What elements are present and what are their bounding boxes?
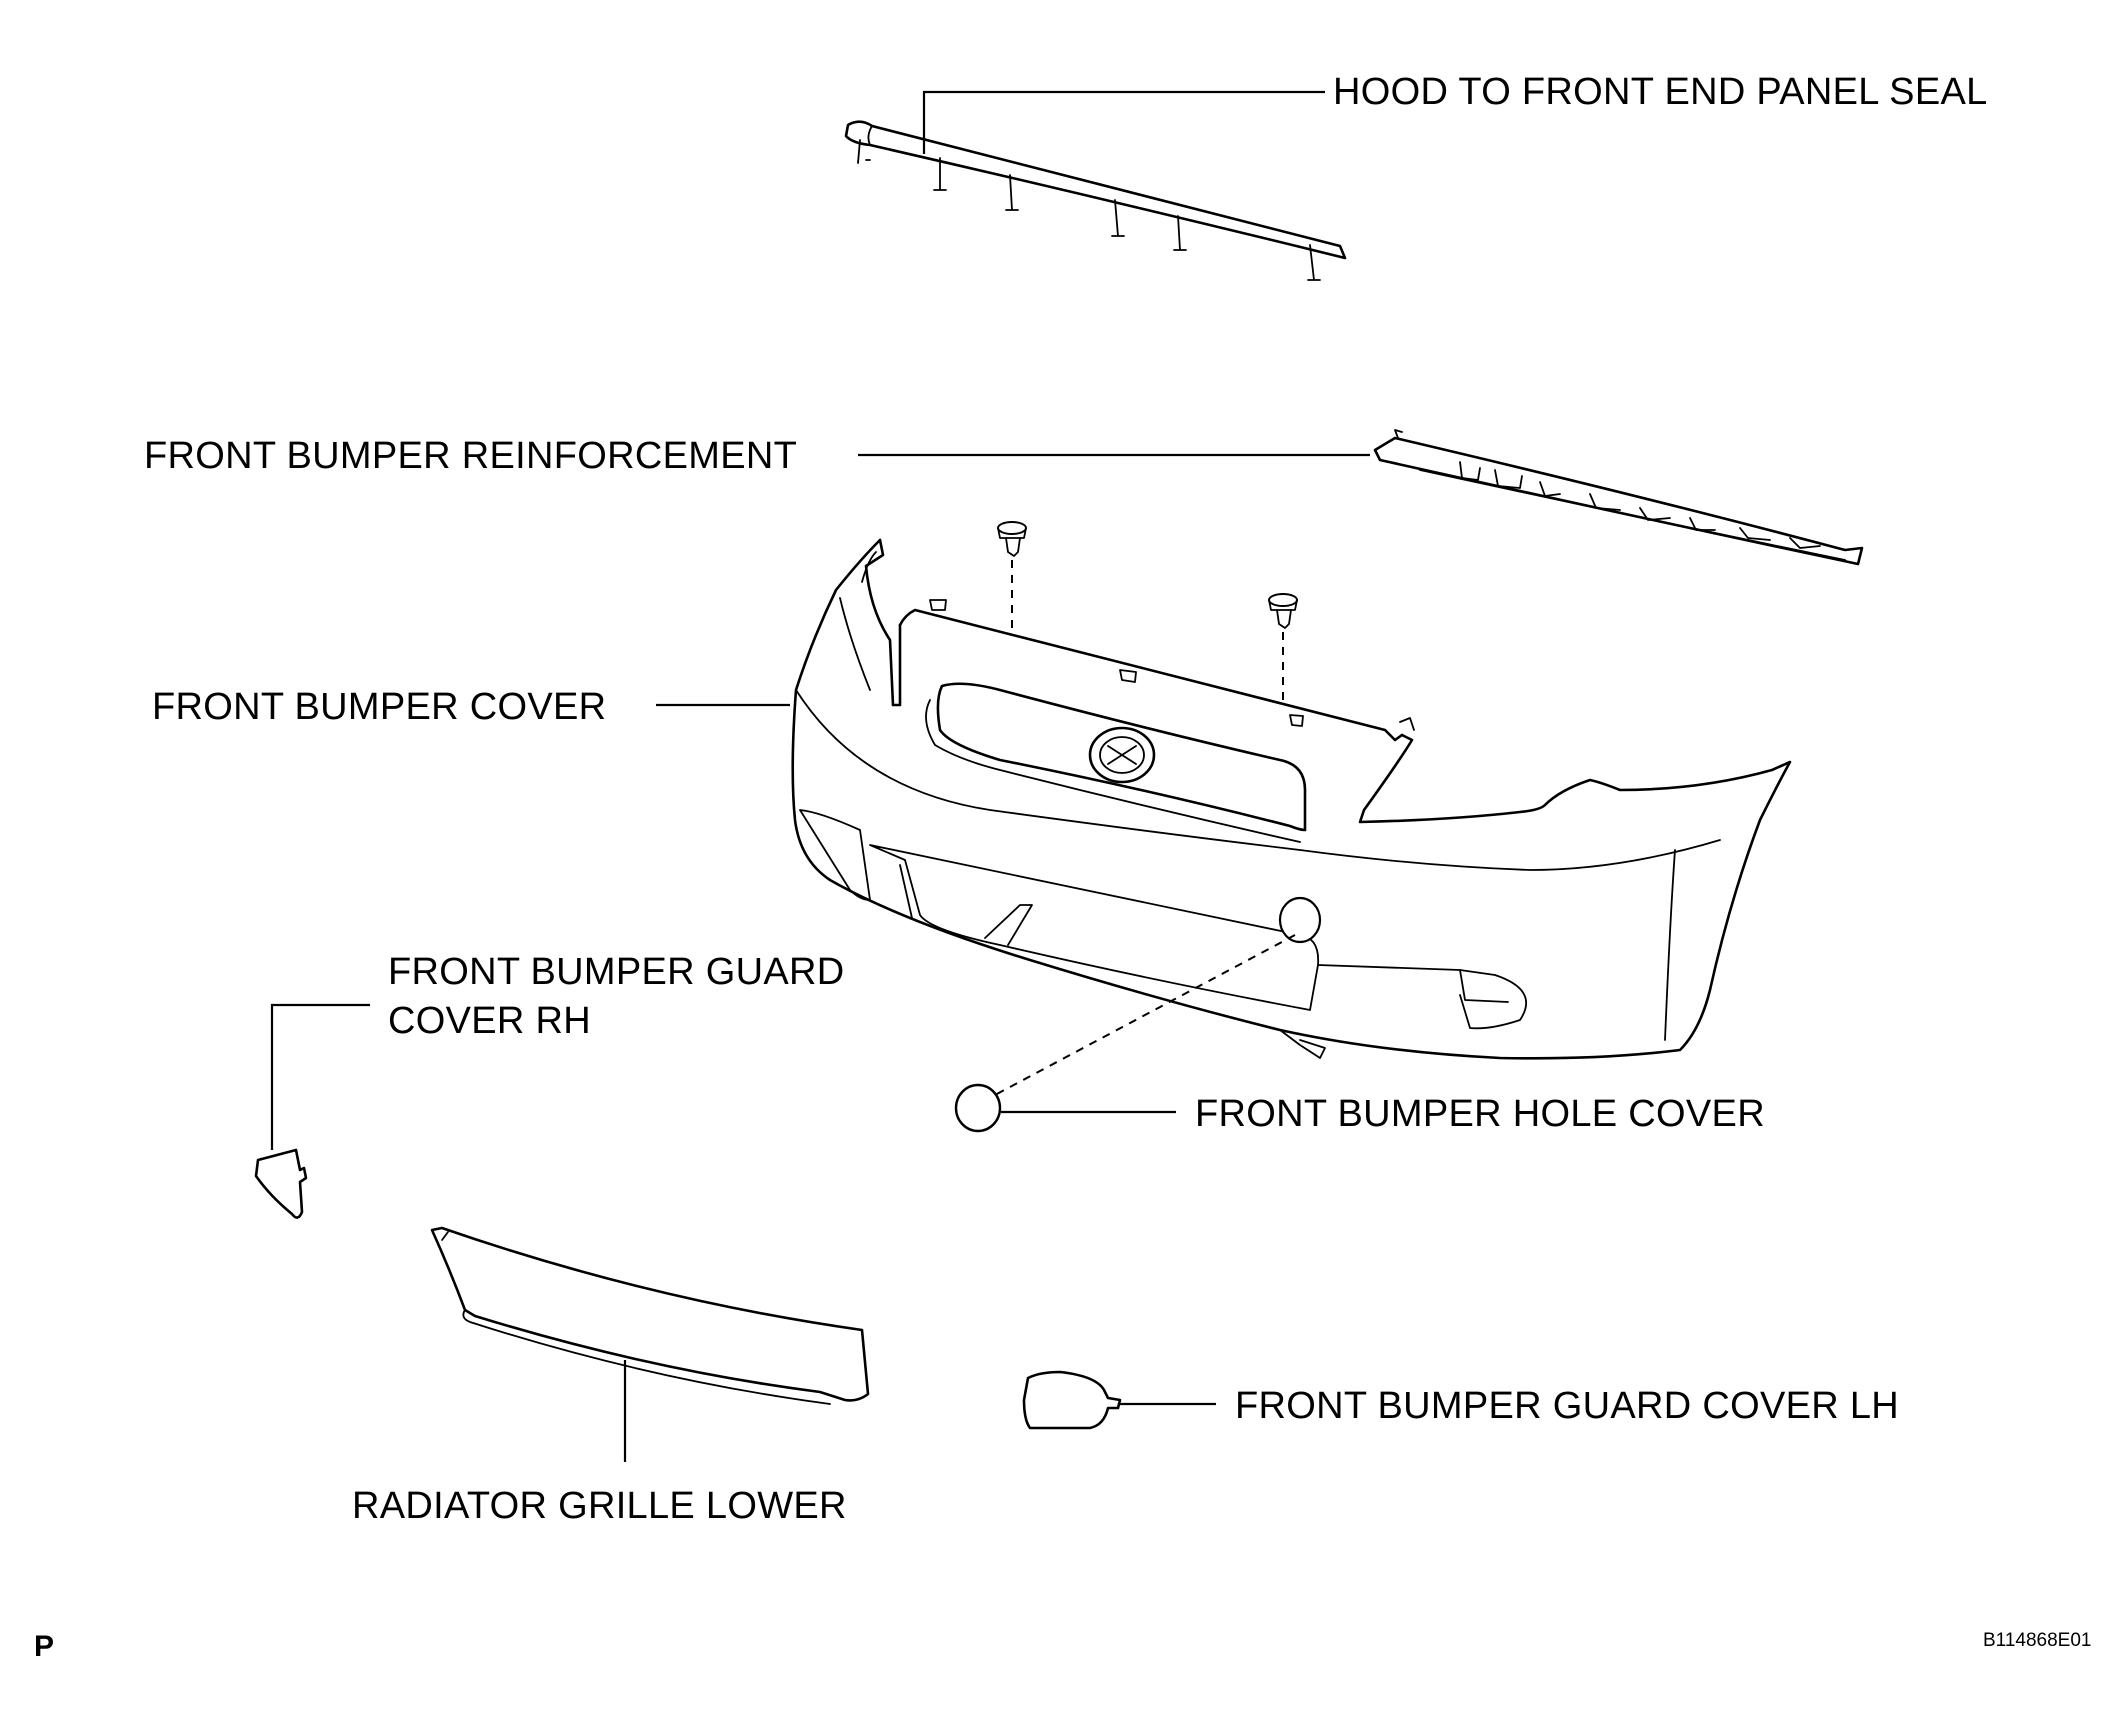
- hole-cover-dashline: [994, 934, 1296, 1096]
- guard-cover-rh-part: [254, 1148, 308, 1219]
- label-hood-seal: HOOD TO FRONT END PANEL SEAL: [1333, 71, 1988, 113]
- label-guard-lh: FRONT BUMPER GUARD COVER LH: [1235, 1385, 1900, 1427]
- figure-code: B114868E01: [1983, 1630, 2092, 1651]
- label-guard-rh-line1: FRONT BUMPER GUARD: [388, 951, 845, 993]
- bumper-reinforcement-part: [1373, 429, 1864, 566]
- label-guard-rh-line2: COVER RH: [388, 1000, 591, 1042]
- label-grille-lower: RADIATOR GRILLE LOWER: [352, 1485, 847, 1527]
- hood-seal-leader: [922, 90, 1325, 154]
- label-reinforcement: FRONT BUMPER REINFORCEMENT: [144, 435, 798, 477]
- hole-cover-part: [954, 1083, 1002, 1133]
- screw-right: [1268, 593, 1298, 629]
- radiator-grille-lower-part: [430, 1226, 870, 1405]
- hood-seal-part: [844, 120, 1347, 281]
- guard-cover-lh-part: [1022, 1370, 1122, 1430]
- screw-left: [997, 521, 1027, 557]
- corner-mark: P: [34, 1630, 55, 1663]
- label-hole-cover: FRONT BUMPER HOLE COVER: [1195, 1093, 1765, 1135]
- guard-rh-leader: [270, 1003, 370, 1150]
- bumper-cover-part: [791, 538, 1792, 1060]
- label-bumper-cover: FRONT BUMPER COVER: [152, 686, 607, 728]
